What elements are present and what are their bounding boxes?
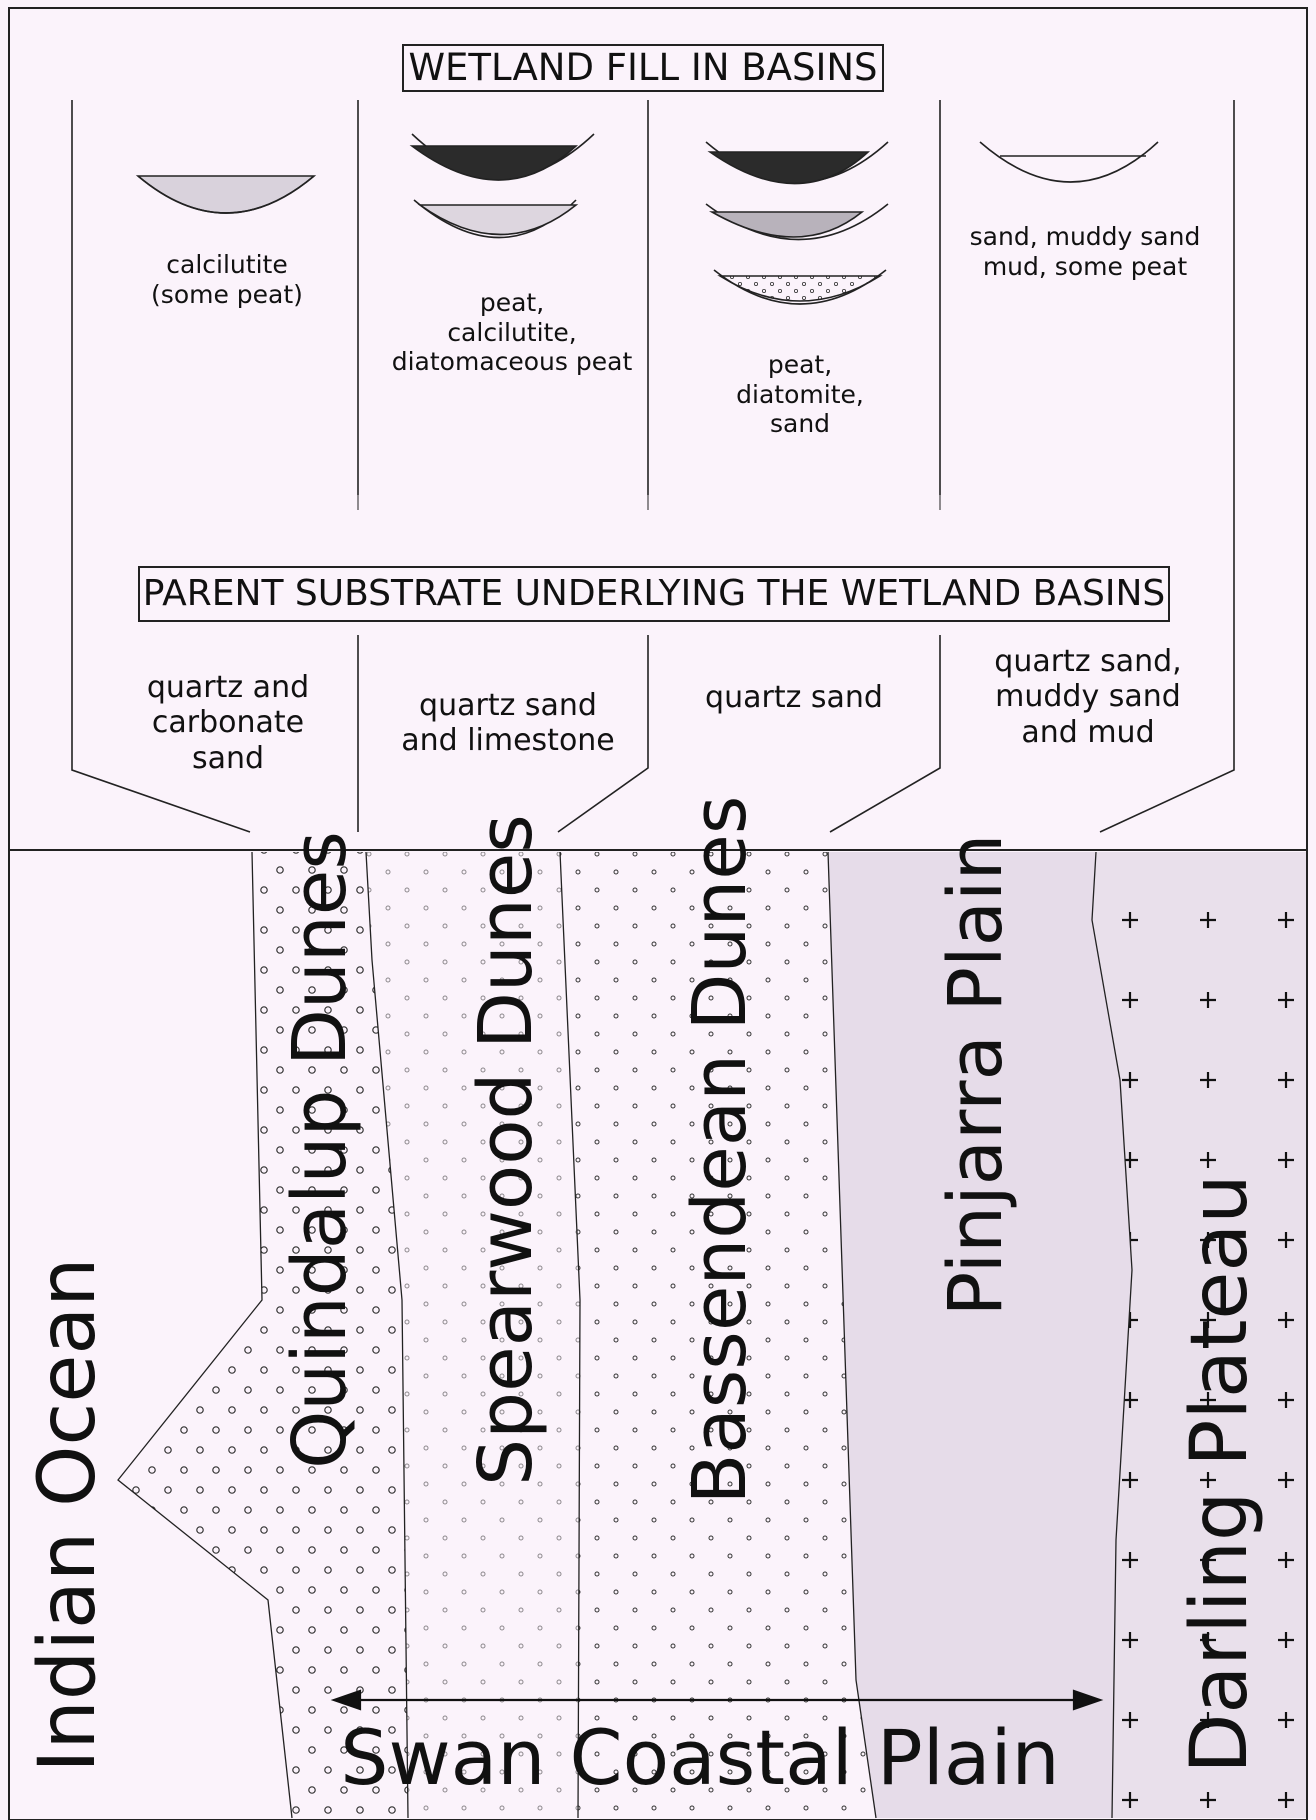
substrate-divider-3 (829, 635, 941, 833)
basin-peat-diatomite-sand (705, 141, 889, 305)
label-pinjarra-plain: Pinjarra Plain (933, 833, 1019, 1317)
label-bassendean-dunes: Bassendean Dunes (677, 795, 763, 1505)
column-guides (71, 100, 1235, 833)
basin-sand-mud (979, 141, 1159, 183)
substrate-label-1: quartz and carbonate sand (146, 670, 310, 776)
guide-1 (71, 100, 251, 833)
substrate-label-4: quartz sand, muddy sand and mud (994, 644, 1182, 750)
substrate-title: PARENT SUBSTRATE UNDERLYING THE WETLAND … (138, 566, 1170, 622)
wetland-fill-title: WETLAND FILL IN BASINS (402, 44, 884, 92)
pinjarra-plain-zone (828, 852, 1132, 1818)
spearwood-dunes-zone (366, 852, 580, 1818)
label-swan-coastal-plain: Swan Coastal Plain (340, 1713, 1060, 1802)
basin-label-peat-diatomite-sand: peat, diatomite, sand (736, 350, 864, 438)
substrate-divider-2 (557, 635, 649, 833)
label-indian-ocean: Indian Ocean (23, 1257, 113, 1773)
pinjarra-boundary (827, 851, 877, 1819)
substrate-label-3: quartz sand (705, 680, 883, 715)
basin-label-sand-mud: sand, muddy sand mud, some peat (969, 222, 1201, 281)
coastal-plain-arrow (330, 1689, 1104, 1711)
substrate-label-2: quartz sand and limestone (401, 688, 615, 759)
basin-calcilutite (135, 175, 317, 214)
bassendean-dunes-zone (560, 852, 876, 1818)
darling-boundary (1091, 851, 1133, 1819)
outer-border (8, 7, 1308, 1820)
label-darling-plateau: Darling Plateau (1175, 1174, 1265, 1774)
basin-peat-calcilutite (409, 133, 595, 239)
quindalup-boundary (117, 851, 293, 1819)
guide-5 (1099, 100, 1235, 833)
quindalup-dunes-zone (118, 852, 408, 1818)
label-quindalup-dunes: Quindalup Dunes (277, 831, 363, 1469)
spearwood-boundary (365, 851, 409, 1819)
label-spearwood-dunes: Spearwood Dunes (463, 814, 549, 1486)
basin-label-calcilutite: calcilutite (some peat) (151, 250, 303, 309)
basin-label-peat-calcilutite: peat, calcilutite, diatomaceous peat (391, 288, 633, 376)
bassendean-boundary (559, 851, 581, 1819)
